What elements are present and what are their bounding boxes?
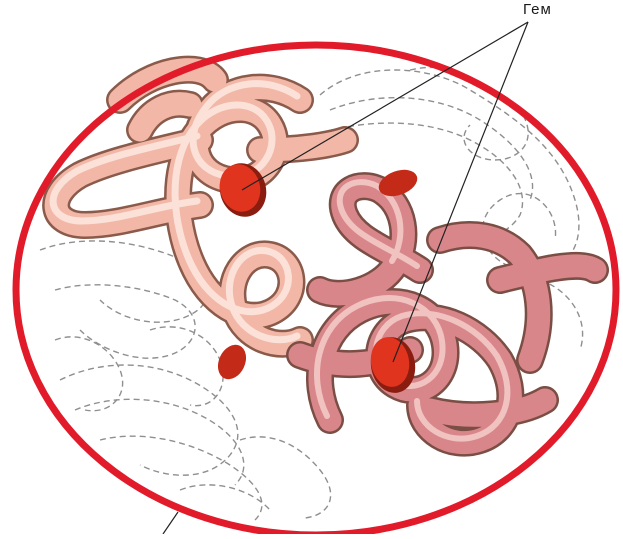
heme-disc-bottom	[213, 340, 252, 384]
beta-chain-right	[300, 182, 595, 442]
alpha-chain-left	[53, 70, 345, 344]
heme-label: Гем	[523, 1, 552, 18]
